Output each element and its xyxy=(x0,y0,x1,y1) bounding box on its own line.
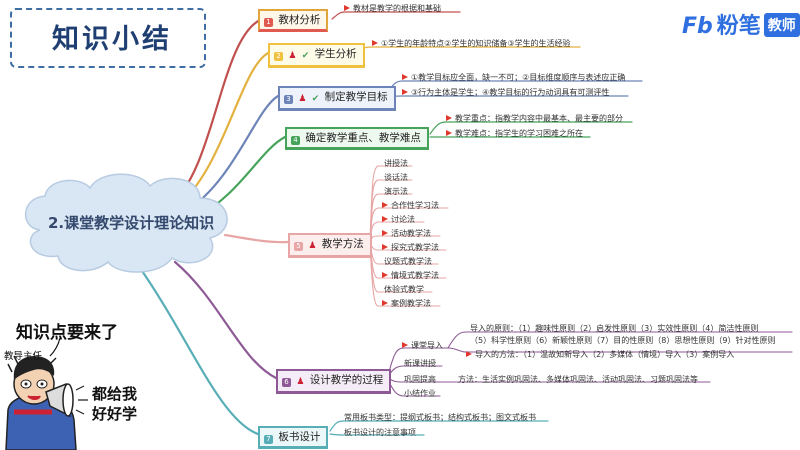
number-3-icon: 3 xyxy=(284,95,293,104)
flag-icon xyxy=(382,216,388,222)
teacher-label: 教导主任 xyxy=(4,351,43,362)
branch-teaching-methods[interactable]: 5 ♟ 教学方法 xyxy=(288,233,372,258)
leaf-method-case: 案例教学法 xyxy=(382,299,431,309)
branch-textbook-analysis[interactable]: 1 教材分析 xyxy=(258,9,329,32)
leaf-textbook-basis: 教材是教学的根据和基础 xyxy=(344,4,441,14)
leaf-key-points: 教学重点：指教学内容中最基本、最主要的部分 xyxy=(446,114,623,124)
check-icon: ✔ xyxy=(311,94,320,104)
flag-icon xyxy=(382,272,388,278)
number-1-icon: 1 xyxy=(264,18,273,27)
number-6-icon: 6 xyxy=(282,378,291,387)
flag-icon xyxy=(382,300,388,306)
leaf-student-factors: ①学生的年龄特点②学生的知识储备③学生的生活经验 xyxy=(372,39,571,49)
shout-text: 都给我 好好学 xyxy=(92,384,137,424)
subnode-consolidation[interactable]: 巩固提高 xyxy=(404,375,436,384)
center-topic: 2.课堂教学设计理论知识 xyxy=(48,214,215,232)
flag-icon xyxy=(446,115,452,121)
flag-icon xyxy=(372,40,378,46)
flag-icon xyxy=(382,244,388,250)
number-7-icon: 7 xyxy=(264,435,273,444)
subnode-new-lesson[interactable]: 新课讲授 xyxy=(404,359,436,368)
flag-icon xyxy=(446,130,452,136)
flag-icon xyxy=(344,5,350,11)
leaf-method-discussion: 讨论法 xyxy=(382,215,415,225)
flag-icon xyxy=(382,202,388,208)
leaf-objectives-1: ①教学目标应全面，缺一不可；②目标维度顺序与表述应正确 xyxy=(402,73,625,83)
leaf-method-cooperative: 合作性学习法 xyxy=(382,201,439,211)
branch-teaching-objectives[interactable]: 3 ♟ ✔ 制定教学目标 xyxy=(278,86,396,111)
flag-icon xyxy=(382,230,388,236)
number-4-icon: 4 xyxy=(291,136,300,145)
branch-student-analysis[interactable]: 2 ♟ ✔ 学生分析 xyxy=(268,43,365,68)
flag-icon xyxy=(402,89,408,95)
leaf-difficult-points: 教学难点：指学生的学习困难之所在 xyxy=(446,129,583,139)
number-5-icon: 5 xyxy=(294,242,303,251)
speech-text: 知识点要来了 xyxy=(16,323,118,343)
flag-icon xyxy=(402,342,408,348)
leaf-method-activity: 活动教学法 xyxy=(382,229,431,239)
leaf-intro-principles-2: （5）科学性原则（6）新颖性原则（7）目的性原则（8）思想性原则（9）针对性原则 xyxy=(470,336,776,345)
branch-board-design[interactable]: 7 板书设计 xyxy=(258,426,329,449)
center-cloud xyxy=(24,173,228,273)
subnode-summary-homework[interactable]: 小结作业 xyxy=(404,389,436,398)
number-2-icon: 2 xyxy=(274,52,283,61)
branch-teaching-process[interactable]: 6 ♟ 设计教学的过程 xyxy=(276,369,392,394)
subnode-lesson-intro[interactable]: 课堂导入 xyxy=(402,341,443,351)
leaf-consolidation-methods: 方法：生活实例巩固法、多媒体巩固法、活动巩固法、习题巩固法等 xyxy=(458,375,698,384)
leaf-method-situational: 情境式教学法 xyxy=(382,271,439,281)
leaf-intro-principles-1: 导入的原则：（1）趣味性原则（2）启发性原则（3）实效性原则（4）简洁性原则 xyxy=(470,324,759,333)
leaf-board-notes: 板书设计的注意事项 xyxy=(344,428,416,437)
person-icon: ♟ xyxy=(298,94,307,104)
check-icon: ✔ xyxy=(301,51,310,61)
leaf-method-topic: 议题式教学法 xyxy=(384,257,432,266)
leaf-objectives-2: ③行为主体是学生；④教学目标的行为动词具有可测评性 xyxy=(402,88,609,98)
person-icon: ♟ xyxy=(308,241,317,251)
shout-line-1: 都给我 xyxy=(92,385,138,403)
leaf-method-inquiry: 探究式教学法 xyxy=(382,243,439,253)
leaf-method-demonstration: 演示法 xyxy=(384,187,408,196)
person-icon: ♟ xyxy=(296,377,305,387)
teacher-illustration xyxy=(5,355,88,450)
leaf-method-conversation: 谈话法 xyxy=(384,173,408,182)
flag-icon xyxy=(402,74,408,80)
title-box xyxy=(10,8,206,68)
page-title: 知识小结 xyxy=(52,24,172,55)
leaf-method-experiential: 体验式教学 xyxy=(384,285,424,294)
branch-key-difficult-points[interactable]: 4 确定教学重点、教学难点 xyxy=(285,127,429,150)
leaf-intro-methods: 导入的方法：（1）温故知新导入（2）多媒体（情境）导入（3）案例导入 xyxy=(466,350,734,360)
shout-line-2: 好好学 xyxy=(92,405,138,423)
person-icon: ♟ xyxy=(288,51,297,61)
flag-icon xyxy=(466,351,472,357)
leaf-method-lecture: 讲授法 xyxy=(384,159,408,168)
leaf-board-types: 常用板书类型：提纲式板书；结构式板书；图文式板书 xyxy=(344,413,536,422)
